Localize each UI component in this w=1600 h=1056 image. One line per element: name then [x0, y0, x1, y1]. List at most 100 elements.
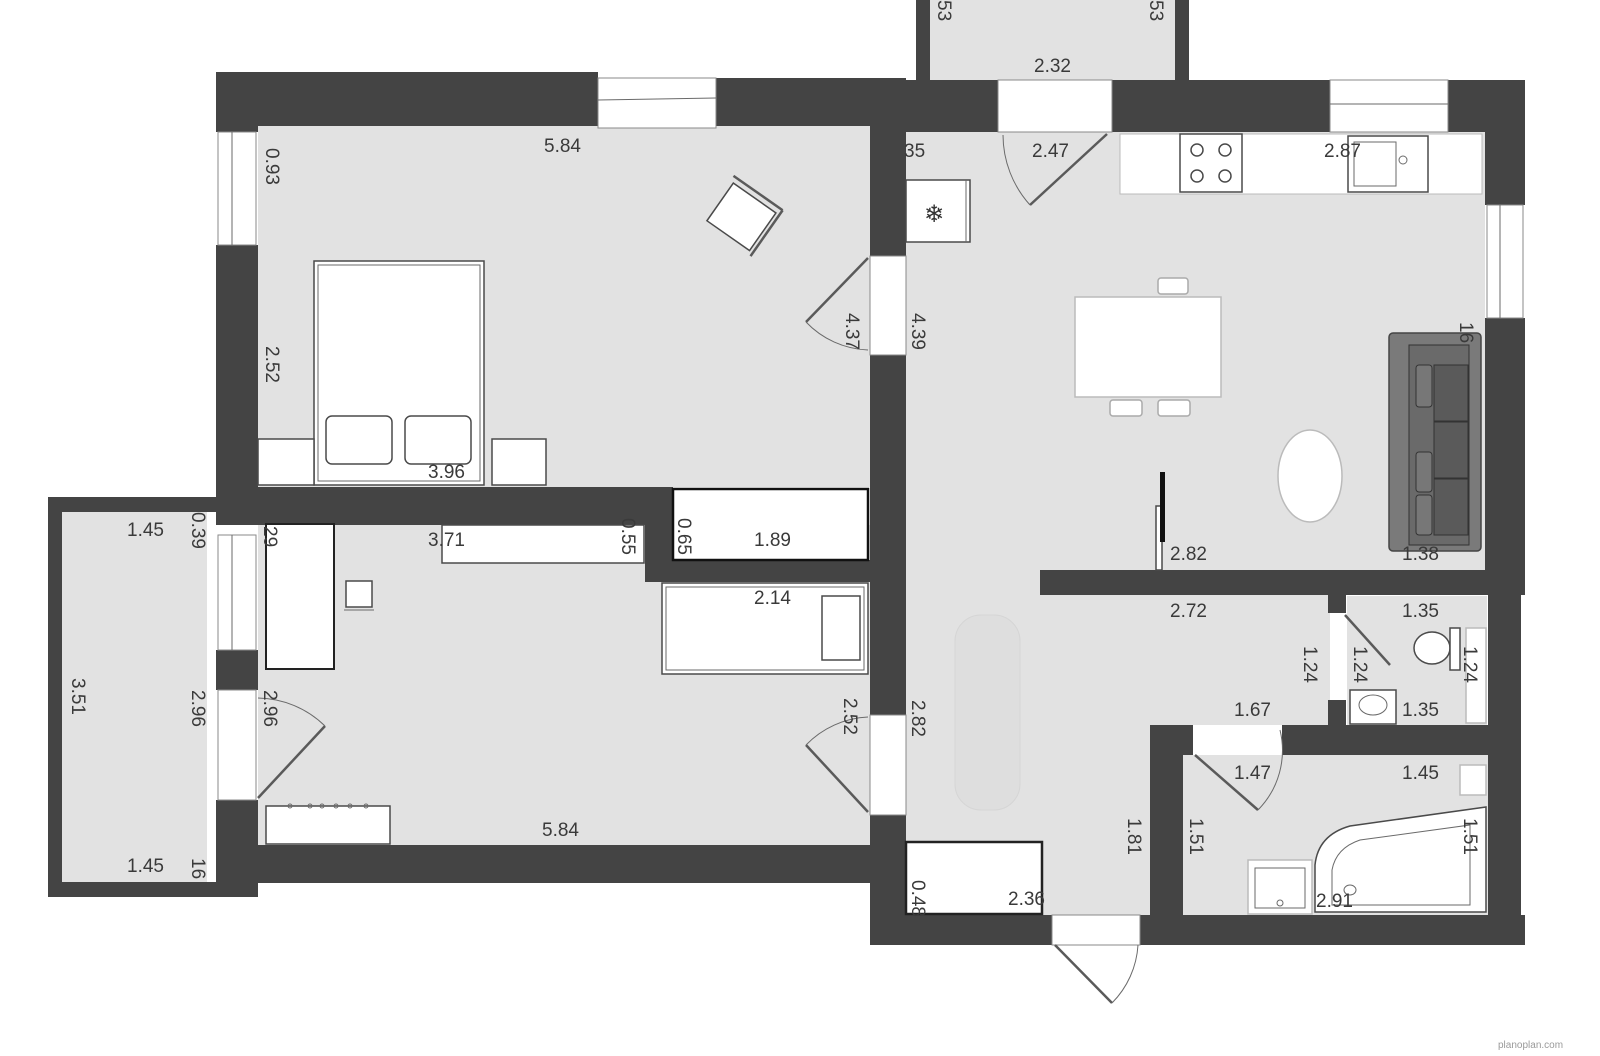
dim-hall-bottom-depth: 0.48 [907, 880, 928, 917]
window [217, 534, 257, 651]
balcony-floor [62, 512, 207, 882]
walls [48, 0, 1525, 945]
wall-shelf [441, 524, 645, 564]
desk [265, 523, 335, 670]
dim-room2-bottom: 5.84 [542, 820, 579, 841]
dim-bath-left: 1.51 [1185, 818, 1206, 855]
dim-bath-right: 1.51 [1459, 818, 1480, 855]
stove [1179, 133, 1243, 193]
corridor-floor [1140, 595, 1330, 725]
dim-bedroom-left-upper: 0.93 [261, 148, 282, 185]
pillow [821, 595, 861, 661]
dim-kitchen-bottom: 2.82 [1170, 544, 1207, 565]
dim-corridor-side: 1.24 [1299, 646, 1320, 683]
desk-chair [345, 580, 373, 608]
dim-balcony-bottom: 1.45 [127, 856, 164, 877]
dim-room2-shelf-len: 3.71 [428, 530, 465, 551]
dim-balcony-side-bottom: 16 [187, 858, 208, 879]
dim-kitchen-right: 16 [1455, 322, 1476, 343]
dim-top-left-edge: 53 [933, 0, 954, 21]
dim-closet-width: 1.89 [754, 530, 791, 551]
dim-top-balcony-width: 2.32 [1034, 56, 1071, 77]
burner [1218, 143, 1232, 157]
dim-bedroom-left: 2.52 [261, 346, 282, 383]
door-leaf [805, 257, 869, 323]
shelf [1465, 627, 1487, 724]
dim-hall-right: 1.81 [1123, 818, 1144, 855]
dim-kitchen-top: 2.87 [1324, 141, 1361, 162]
toilet [1413, 627, 1461, 671]
watermark: planoplan.com [1498, 1040, 1563, 1051]
dim-room2-bed: 2.14 [754, 588, 791, 609]
dim-wc-right: 1.24 [1459, 646, 1480, 683]
washing-machine [1459, 764, 1487, 796]
dining-chairs [1109, 277, 1191, 417]
dim-room2-right: 2.52 [839, 698, 860, 735]
dim-kitchen-entry: 2.47 [1032, 141, 1069, 162]
dim-bedroom-bottom: 3.96 [428, 462, 465, 483]
window [217, 689, 257, 801]
dim-hall-lower: 2.82 [907, 700, 928, 737]
burner [1190, 143, 1204, 157]
drain [1398, 155, 1408, 165]
windows [217, 77, 1524, 946]
door-opening [869, 714, 907, 816]
window [1486, 204, 1524, 319]
door-leaf [805, 744, 869, 813]
dim-wc-top: 1.35 [1402, 601, 1439, 622]
dim-bath-bottom: 2.91 [1316, 891, 1353, 912]
window [1329, 79, 1449, 133]
burner [1190, 169, 1204, 183]
door-leaf [257, 725, 326, 799]
furniture: ❄ [257, 133, 1487, 916]
coffee-table [1277, 429, 1343, 523]
dim-room2-top-left: 29 [259, 526, 280, 547]
window [217, 131, 257, 246]
dim-room2-shelf-depth: 0.55 [617, 518, 638, 555]
fridge [905, 179, 971, 243]
door-opening [1051, 914, 1141, 946]
dim-corridor-top: 2.72 [1170, 601, 1207, 622]
dim-balcony-side-top: 0.39 [187, 512, 208, 549]
dim-bedroom-door-side: 4.37 [841, 313, 862, 350]
window [597, 77, 717, 129]
shoe-cabinet [904, 840, 1044, 916]
pillow [325, 415, 393, 465]
small-sink [1349, 689, 1397, 725]
dining-table [1074, 296, 1222, 398]
dresser [265, 805, 391, 845]
dim-top-right-edge: 53 [1145, 0, 1166, 21]
washbasin [1247, 859, 1313, 915]
door-leaf [1344, 614, 1391, 666]
door-opening [869, 255, 907, 356]
bathtub [1314, 806, 1487, 913]
dim-bedroom-top: 5.84 [544, 136, 581, 157]
dim-bath-door: 1.47 [1234, 763, 1271, 784]
nightstand [491, 438, 547, 486]
pillow [404, 415, 472, 465]
door-leaf [1194, 754, 1259, 811]
window [997, 79, 1113, 133]
dim-kitchen-left-top: 35 [904, 141, 925, 162]
wardrobe [671, 487, 870, 562]
armchair [705, 174, 784, 257]
dim-wc-bottom: 1.35 [1402, 700, 1439, 721]
dim-corridor-bottom: 1.67 [1234, 700, 1271, 721]
dim-wc-side: 1.24 [1349, 646, 1370, 683]
dim-closet-depth: 0.65 [673, 518, 694, 555]
dim-balcony-top: 1.45 [127, 520, 164, 541]
top-balcony-floor [930, 0, 1175, 80]
hall-rug [954, 614, 1021, 811]
doors [257, 133, 1391, 1004]
door-leaf [1054, 944, 1113, 1004]
dim-balcony-side: 2.96 [187, 690, 208, 727]
dim-hall-side: 4.39 [907, 313, 928, 350]
dimension-labels: 5.84 0.93 2.52 3.96 4.37 4.39 0.65 1.89 … [67, 0, 1480, 917]
dim-room2-left: 2.96 [259, 690, 280, 727]
burner [1218, 169, 1232, 183]
sink [1347, 135, 1429, 193]
dim-hall-bottom: 2.36 [1008, 889, 1045, 910]
dresser-knobs [287, 803, 369, 809]
nightstand [257, 438, 315, 486]
